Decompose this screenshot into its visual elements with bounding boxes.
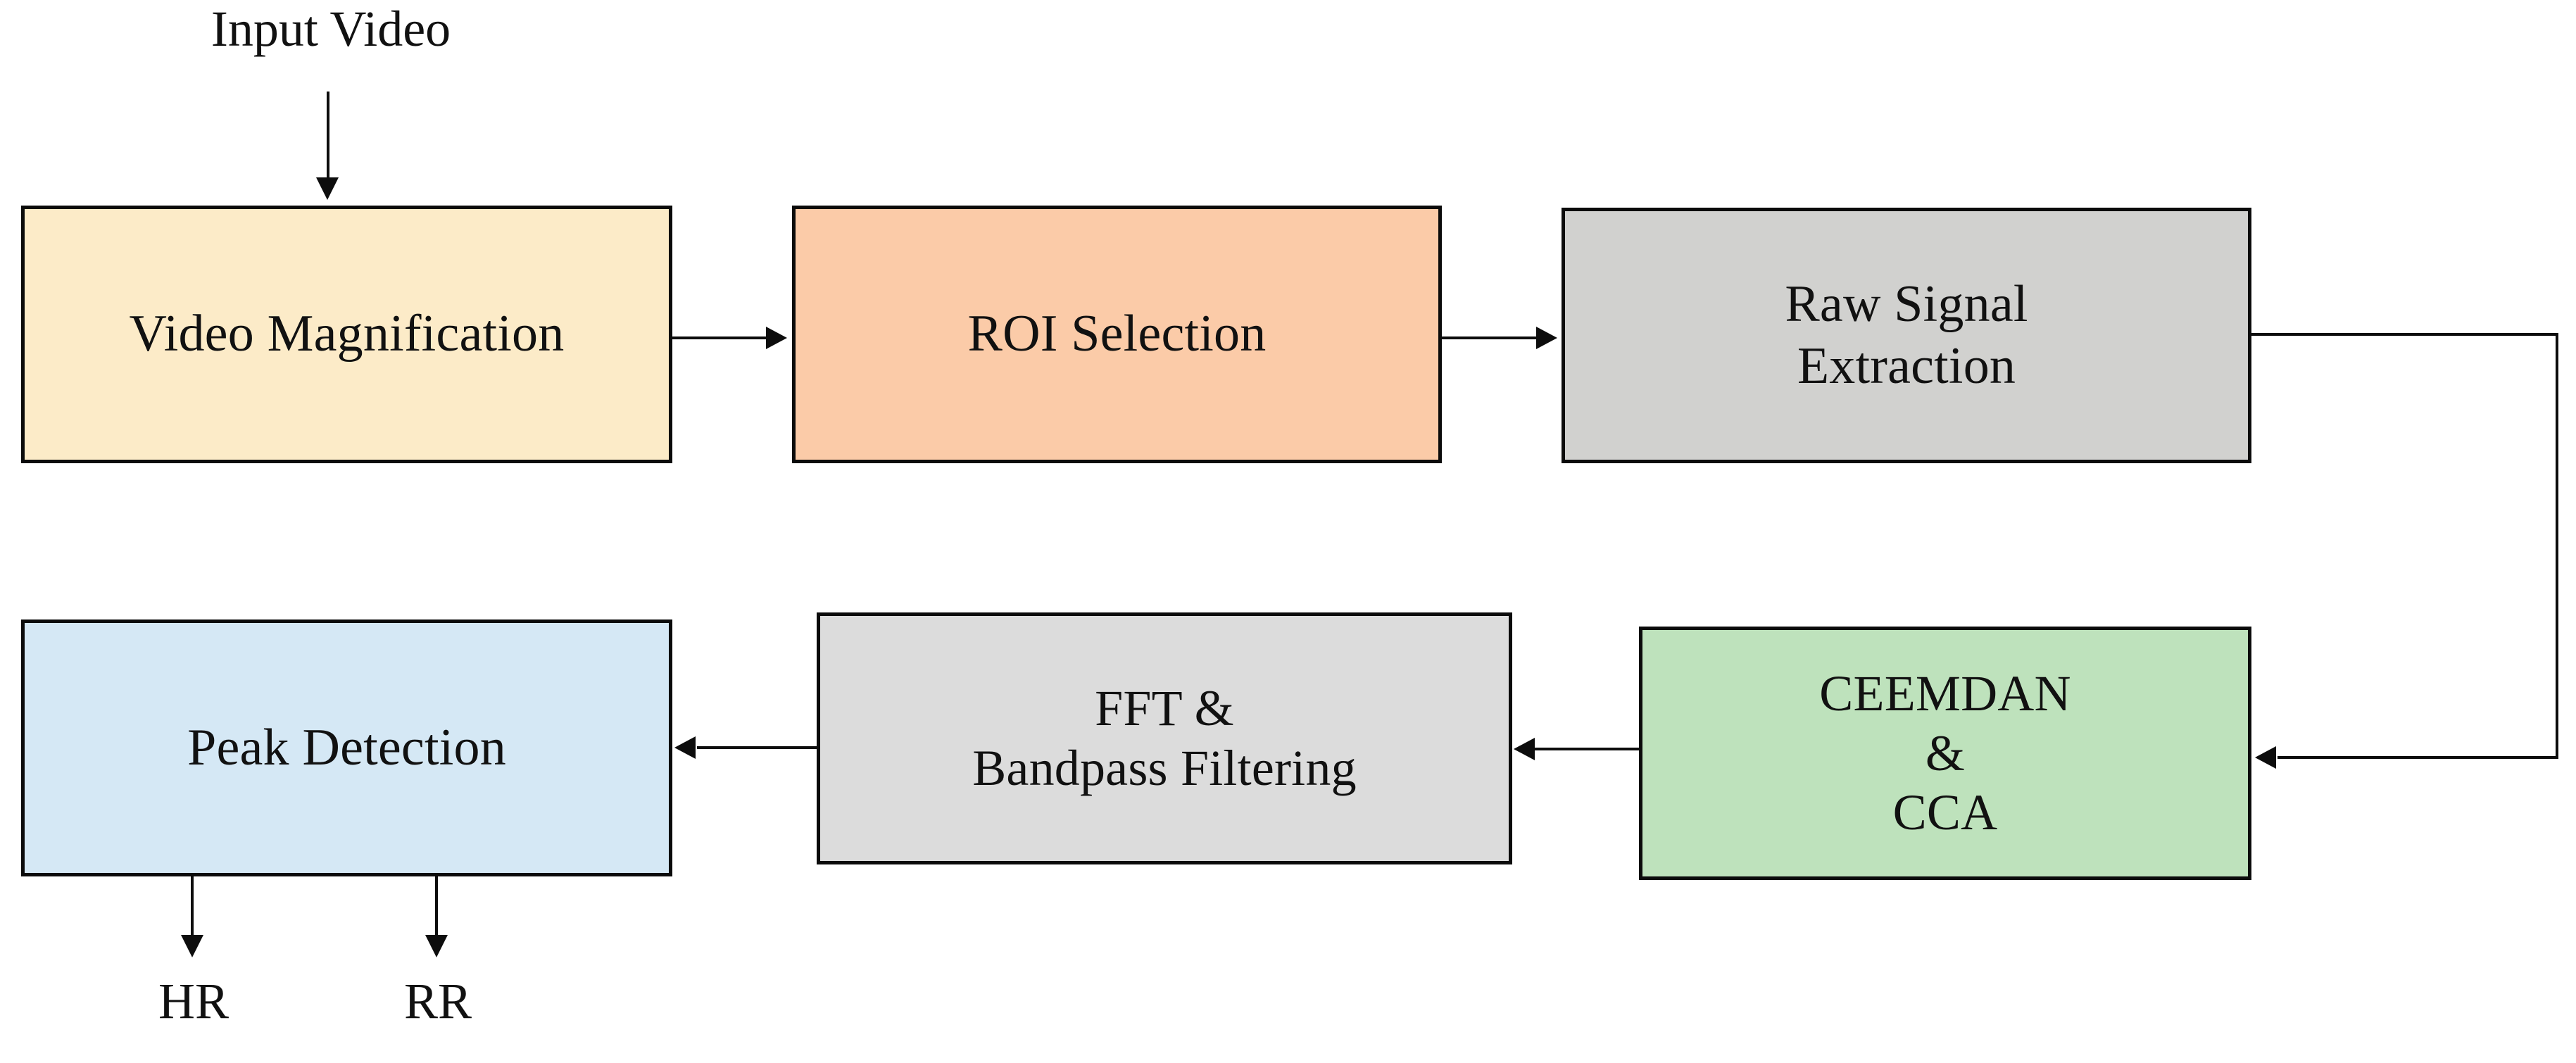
output-rr-label: RR — [403, 973, 472, 1029]
edge-peak-detection-to-rr-line — [435, 876, 438, 938]
node-video-magnification[interactable]: Video Magnification — [21, 206, 672, 463]
node-peak-detection[interactable]: Peak Detection — [21, 619, 672, 876]
edge-ceemdan-to-fft-arrowhead — [1514, 738, 1535, 760]
edge-ceemdan-to-fft-line — [1535, 748, 1640, 750]
edge-input-to-video-magnification-arrowhead — [316, 177, 339, 200]
edge-peak-detection-to-hr-arrowhead — [181, 935, 203, 957]
node-fft-bandpass-filtering-label: FFT & Bandpass Filtering — [972, 680, 1357, 796]
node-ceemdan-cca[interactable]: CEEMDAN & CCA — [1639, 627, 2251, 880]
node-roi-selection[interactable]: ROI Selection — [792, 206, 1442, 463]
node-fft-bandpass-filtering[interactable]: FFT & Bandpass Filtering — [817, 612, 1512, 864]
edge-video-magnification-to-roi-line — [672, 336, 767, 339]
edge-fft-to-peak-detection-arrowhead — [674, 736, 696, 759]
node-raw-signal-extraction[interactable]: Raw Signal Extraction — [1562, 208, 2251, 463]
edge-raw-signal-to-ceemdan-bottom-segment — [2277, 756, 2558, 759]
node-ceemdan-cca-label: CEEMDAN & CCA — [1819, 665, 2071, 841]
node-video-magnification-label: Video Magnification — [129, 305, 565, 363]
edge-roi-to-raw-signal-line — [1442, 336, 1538, 339]
edge-raw-signal-to-ceemdan-arrowhead — [2255, 746, 2276, 769]
edge-roi-to-raw-signal-arrowhead — [1536, 327, 1557, 349]
edge-input-to-video-magnification-line — [327, 92, 329, 182]
node-peak-detection-label: Peak Detection — [187, 718, 506, 776]
edge-peak-detection-to-hr-line — [191, 876, 194, 938]
edge-raw-signal-to-ceemdan-right-segment — [2556, 333, 2558, 759]
edge-raw-signal-to-ceemdan-top-segment — [2250, 333, 2558, 336]
node-roi-selection-label: ROI Selection — [967, 305, 1267, 363]
node-raw-signal-extraction-label: Raw Signal Extraction — [1785, 275, 2028, 395]
output-hr-label: HR — [158, 973, 230, 1029]
edge-fft-to-peak-detection-line — [697, 746, 818, 749]
edge-peak-detection-to-rr-arrowhead — [425, 935, 448, 957]
input-video-label: Input Video — [211, 1, 451, 57]
edge-video-magnification-to-roi-arrowhead — [766, 327, 787, 349]
